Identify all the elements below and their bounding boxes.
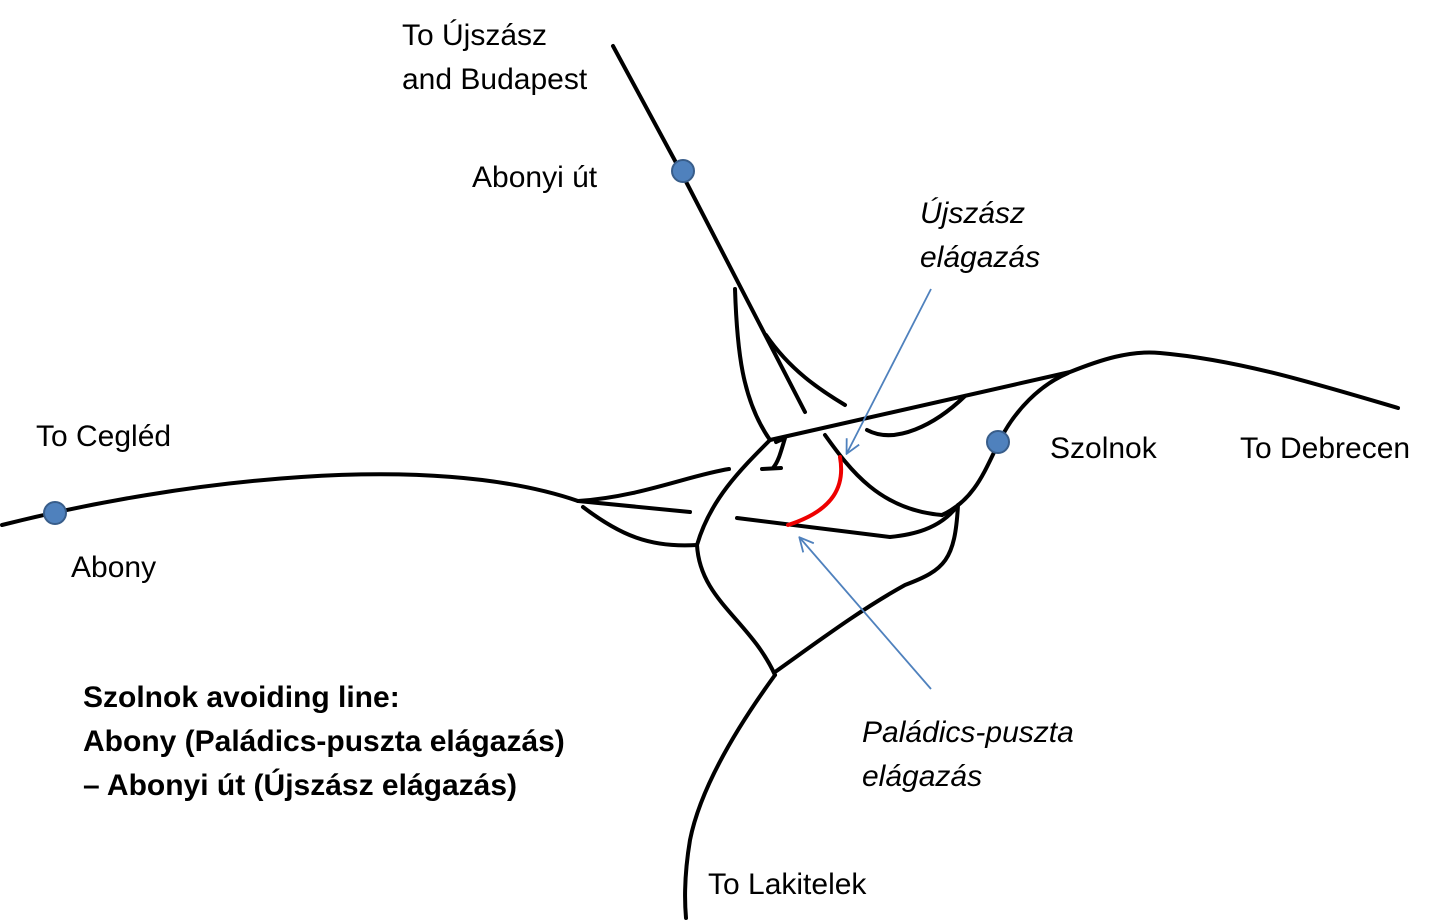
label-to-lakitelek: To Lakitelek (708, 868, 867, 901)
track-szolnok-curve (865, 394, 967, 437)
label-to-ujszasz-line1: To Újszász (402, 19, 548, 52)
pointer-arrow-paladics (800, 538, 932, 690)
diagram-caption: Szolnok avoiding line: Abony (Paládics-p… (83, 676, 565, 808)
track-lakitelek-line (683, 673, 777, 920)
station-marker-abonyi-ut (671, 159, 695, 183)
label-junction-paladics-line2: elágazás (862, 760, 983, 793)
track-central-curve (695, 438, 777, 677)
label-station-szolnok: Szolnok (1050, 432, 1157, 465)
avoiding-line (786, 455, 844, 527)
track-paladics-line (735, 503, 960, 674)
track-cegled-curve-lower (581, 505, 699, 548)
label-junction-ujszasz: Újszász elágazás (920, 192, 1040, 280)
label-junction-paladics: Paládics-puszta elágazás (862, 711, 1074, 799)
caption-line-2: Abony (Paládics-puszta elágazás) (83, 725, 565, 758)
caption-line-3: – Abonyi út (Újszász elágazás) (83, 769, 518, 802)
label-to-cegled: To Cegléd (36, 420, 172, 453)
track-main-east (768, 350, 1400, 442)
label-junction-paladics-line1: Paládics-puszta (862, 716, 1074, 749)
label-junction-ujszasz-line1: Újszász (920, 197, 1026, 230)
track-cegled-line (0, 472, 580, 527)
track-cegled-branch-lower (576, 499, 692, 514)
track-cegled-branch-upper (576, 467, 731, 503)
track-central-spur (771, 436, 787, 470)
label-to-debrecen: To Debrecen (1240, 432, 1411, 465)
station-marker-szolnok (986, 430, 1010, 454)
label-to-ujszasz-budapest: To Újszász and Budapest (402, 14, 587, 102)
station-marker-abony (43, 501, 67, 525)
label-station-abonyi-ut: Abonyi út (472, 161, 598, 194)
caption-line-1: Szolnok avoiding line: (83, 681, 400, 714)
track-west-curve (733, 287, 772, 442)
pointer-arrow-ujszasz (847, 288, 932, 453)
track-budapest-connector (764, 333, 847, 407)
label-station-abony: Abony (71, 551, 157, 584)
label-junction-ujszasz-line2: elágazás (920, 241, 1041, 274)
track-budapest-line (611, 44, 807, 414)
label-to-ujszasz-line2: and Budapest (402, 63, 588, 96)
track-ujszasz-curve (823, 433, 944, 517)
